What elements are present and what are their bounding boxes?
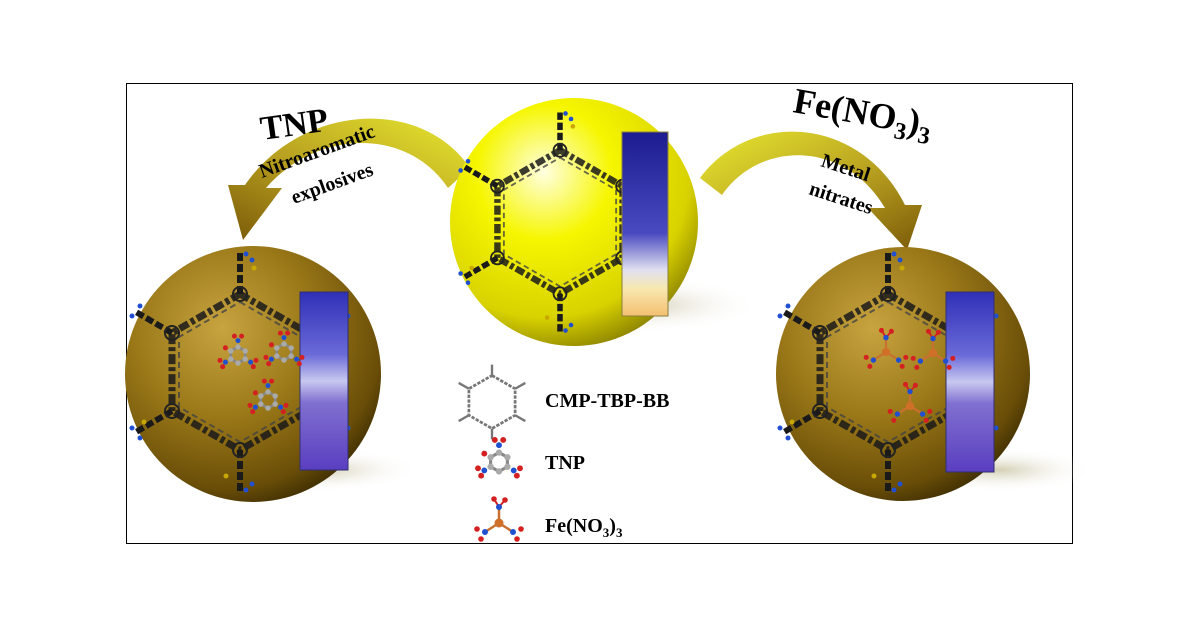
curved-arrow-left <box>228 118 470 240</box>
sphere-top-yellow <box>450 98 760 346</box>
figure-border <box>126 83 1073 544</box>
vial-top <box>622 132 668 316</box>
sphere-left-gold <box>125 246 420 502</box>
legend-icon-fe-nitrate <box>472 494 526 544</box>
vial-left <box>300 292 348 470</box>
legend-label-fe-nitrate: Fe(NO3)3 <box>545 515 623 540</box>
legend-label-tnp: TNP <box>545 452 585 474</box>
sphere-right-gold <box>776 247 1095 501</box>
curved-arrow-right <box>700 131 922 250</box>
legend-icon-framework <box>458 364 526 440</box>
legend-icon-tnp <box>473 435 525 481</box>
vial-right <box>946 292 994 472</box>
legend-label-cmp: CMP-TBP-BB <box>545 390 669 412</box>
